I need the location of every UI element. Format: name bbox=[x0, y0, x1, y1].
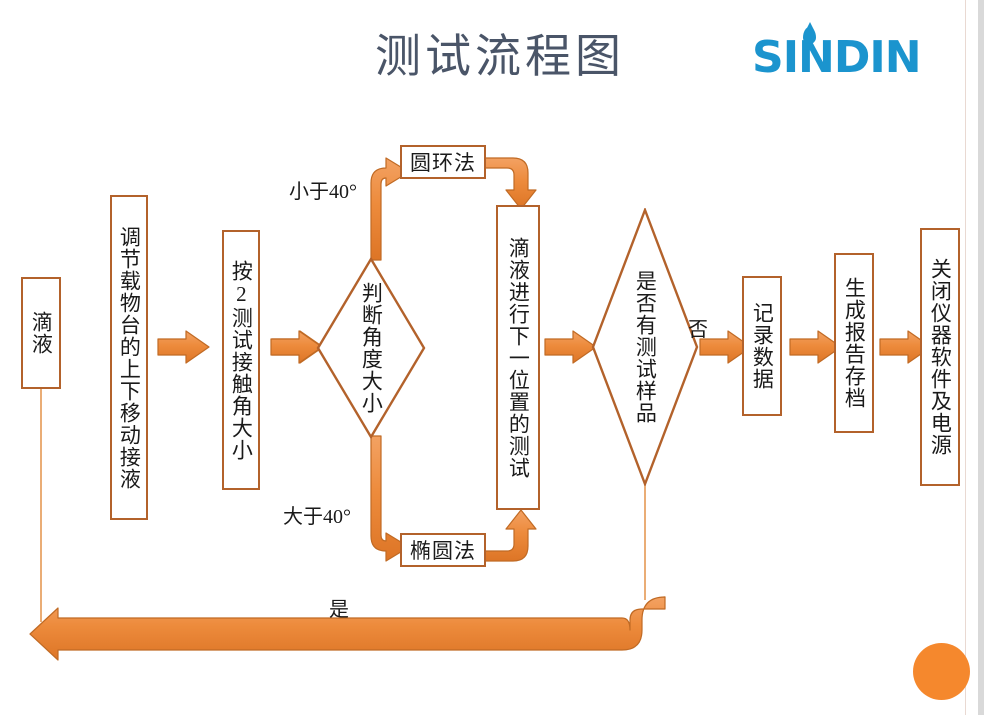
node-drip-liquid-label: 滴液 bbox=[29, 311, 54, 355]
page-edge-shadow bbox=[978, 0, 984, 715]
arrow-n3-to-d1 bbox=[270, 330, 323, 364]
decorative-circle bbox=[913, 643, 970, 700]
node-judge-angle-size-label: 判断角度大小 bbox=[359, 282, 384, 414]
node-record-data[interactable]: 记录数据 bbox=[742, 276, 782, 416]
brand-logo-text: SINDIN bbox=[752, 32, 922, 83]
node-has-more-samples-labelbox: 是否有测试样品 bbox=[591, 208, 699, 486]
node-shutdown-software-power-label: 关闭仪器软件及电源 bbox=[928, 258, 953, 456]
has-more-samples-diamond-shape bbox=[591, 208, 699, 486]
label-no: 否 bbox=[688, 319, 708, 341]
node-circle-ring-method[interactable]: 圆环法 bbox=[400, 145, 486, 179]
node-adjust-stage[interactable]: 调节载物台的上下移动接液 bbox=[110, 195, 148, 520]
judge-angle-diamond-shape bbox=[316, 257, 426, 439]
node-judge-angle-size-labelbox: 判断角度大小 bbox=[316, 257, 426, 439]
arrow-next-pos-to-d2 bbox=[544, 330, 597, 364]
label-more-than-40: 大于40° bbox=[283, 506, 351, 528]
node-next-position-test-label: 滴液进行下一位置的测试 bbox=[506, 236, 531, 479]
page-title: 测试流程图 bbox=[375, 31, 625, 82]
node-generate-report-archive-label: 生成报告存档 bbox=[842, 277, 867, 409]
water-drop-icon bbox=[803, 22, 816, 44]
arrow-n1-to-n2 bbox=[157, 330, 210, 364]
page-rule-right bbox=[965, 0, 966, 715]
node-press-2-measure-angle-label: 按2测试接触角大小 bbox=[229, 259, 254, 461]
node-shutdown-software-power[interactable]: 关闭仪器软件及电源 bbox=[920, 228, 960, 486]
label-less-than-40: 小于40° bbox=[289, 181, 357, 203]
node-record-data-label: 记录数据 bbox=[750, 302, 775, 390]
arrow-circle-ring-to-next-pos bbox=[484, 157, 537, 210]
node-has-more-samples[interactable]: 是否有测试样品 bbox=[591, 208, 699, 486]
node-next-position-test[interactable]: 滴液进行下一位置的测试 bbox=[496, 205, 540, 510]
node-judge-angle-size[interactable]: 判断角度大小 bbox=[316, 257, 426, 439]
arrow-ellipse-to-next-pos bbox=[484, 509, 537, 562]
node-ellipse-method-label: 椭圆法 bbox=[410, 539, 476, 563]
node-press-2-measure-angle[interactable]: 按2测试接触角大小 bbox=[222, 230, 260, 490]
arrow-feedback-loop bbox=[656, 596, 666, 606]
brand-logo: SINDIN bbox=[752, 22, 932, 88]
node-generate-report-archive[interactable]: 生成报告存档 bbox=[834, 253, 874, 433]
node-adjust-stage-label: 调节载物台的上下移动接液 bbox=[117, 225, 142, 490]
node-drip-liquid[interactable]: 滴液 bbox=[21, 277, 61, 389]
node-circle-ring-method-label: 圆环法 bbox=[410, 151, 476, 175]
label-yes: 是 bbox=[329, 599, 349, 621]
node-has-more-samples-label: 是否有测试样品 bbox=[633, 270, 658, 424]
node-ellipse-method[interactable]: 椭圆法 bbox=[400, 533, 486, 567]
